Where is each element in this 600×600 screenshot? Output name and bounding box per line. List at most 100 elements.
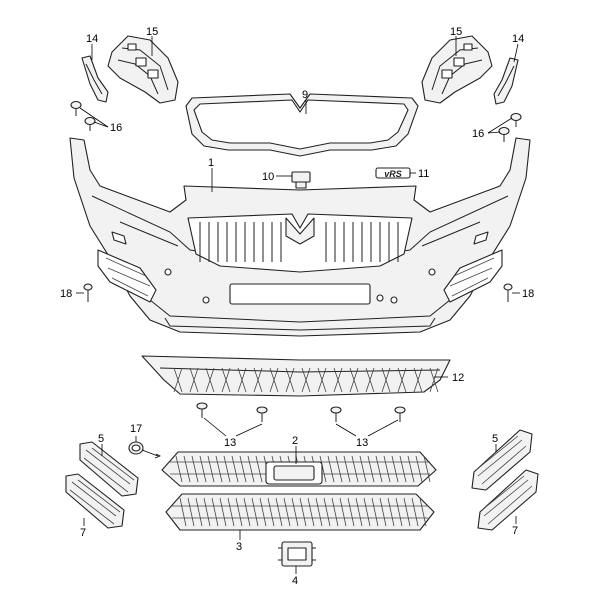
callout-1: 1 <box>208 157 214 169</box>
callout-16-left: 16 <box>110 122 122 134</box>
bracket-right-part-15[interactable] <box>421 35 493 104</box>
upper-grille-part-2[interactable] <box>161 451 437 487</box>
callout-11: 11 <box>418 168 429 180</box>
callout-14-left: 14 <box>86 33 98 45</box>
callout-4: 4 <box>292 575 298 587</box>
decorative-line <box>319 455 327 483</box>
decorative-line <box>251 497 259 527</box>
callout-15-left: 15 <box>146 26 158 38</box>
screw-right-part-16-a[interactable] <box>510 112 522 128</box>
callout-17: 17 <box>130 423 142 435</box>
side-grille-left-part-7[interactable] <box>65 473 125 529</box>
decorative-line <box>363 497 371 527</box>
vrs-badge-text: vRS <box>384 169 402 179</box>
decorative-line <box>419 497 427 527</box>
decorative-line <box>237 367 247 393</box>
carrier-part-12[interactable] <box>141 355 451 397</box>
decorative-line <box>317 367 327 393</box>
decorative-line <box>299 497 307 527</box>
decorative-line <box>285 367 295 393</box>
leader-lines <box>76 36 520 574</box>
decorative-line <box>315 497 323 527</box>
decorative-line <box>355 497 363 527</box>
decorative-line <box>215 455 223 483</box>
screw-right-part-18[interactable] <box>503 283 513 302</box>
decorative-line <box>187 497 195 527</box>
decorative-line <box>291 497 299 527</box>
decorative-line <box>413 367 423 393</box>
side-grille-left-part-5[interactable] <box>79 441 139 497</box>
decorative-line <box>275 497 283 527</box>
screw-left-part-16-a[interactable] <box>70 100 82 117</box>
decorative-line <box>411 497 419 527</box>
decorative-line <box>255 455 263 483</box>
decorative-line <box>365 367 375 393</box>
screw-part-13-c[interactable] <box>330 406 342 422</box>
decorative-line <box>379 497 387 527</box>
decorative-line <box>179 497 187 527</box>
bracket-right-part-14[interactable] <box>493 57 519 105</box>
callout-5-left: 5 <box>98 433 104 445</box>
decorative-line <box>381 367 391 393</box>
callouts: 15 14 16 15 14 16 9 1 10 11 18 18 12 13 … <box>60 26 534 587</box>
callout-3: 3 <box>236 541 242 553</box>
decorative-line <box>211 497 219 527</box>
decorative-line <box>207 455 215 483</box>
decorative-line <box>307 497 315 527</box>
callout-5-right: 5 <box>492 433 498 445</box>
cap-part-17[interactable] <box>128 441 144 455</box>
decorative-line <box>327 455 335 483</box>
decorative-line <box>227 497 235 527</box>
decorative-line <box>333 367 343 393</box>
callout-16-right: 16 <box>472 128 484 140</box>
decorative-line <box>407 455 415 483</box>
side-grille-right-part-7[interactable] <box>477 469 539 531</box>
callout-10: 10 <box>262 171 274 183</box>
decorative-line <box>239 455 247 483</box>
decorative-line <box>283 497 291 527</box>
decorative-line <box>259 497 267 527</box>
decorative-line <box>403 497 411 527</box>
decorative-line <box>205 367 215 393</box>
decorative-line <box>423 455 431 483</box>
bracket-left-part-14[interactable] <box>81 55 109 103</box>
decorative-line <box>349 367 359 393</box>
decorative-line <box>173 367 183 393</box>
callout-15-right: 15 <box>450 26 462 38</box>
bracket-left-part-15[interactable] <box>107 35 179 104</box>
screw-part-13-d[interactable] <box>394 406 406 422</box>
decorative-line <box>351 455 359 483</box>
decorative-line <box>375 455 383 483</box>
decorative-line <box>183 455 191 483</box>
screw-right-part-16-b[interactable] <box>498 126 510 143</box>
decorative-line <box>203 497 211 527</box>
lower-grille-part-3[interactable] <box>165 493 435 531</box>
decorative-line <box>359 455 367 483</box>
decorative-line <box>247 455 255 483</box>
decorative-line <box>399 455 407 483</box>
decorative-line <box>175 455 183 483</box>
decorative-line <box>191 455 199 483</box>
screw-left-part-18[interactable] <box>83 283 93 302</box>
decorative-line <box>371 497 379 527</box>
callout-14-right: 14 <box>512 33 524 45</box>
vrs-badge-part-11[interactable]: vRS <box>375 167 411 179</box>
screw-part-13-a[interactable] <box>196 402 208 418</box>
bracket-part-4[interactable] <box>278 541 316 567</box>
side-grille-right-part-5[interactable] <box>471 429 533 491</box>
clip-part-10[interactable] <box>291 171 311 189</box>
decorative-line <box>219 497 227 527</box>
decorative-line <box>253 367 263 393</box>
decorative-line <box>415 455 423 483</box>
screw-left-part-16-b[interactable] <box>84 116 96 132</box>
grille-frame-part-9[interactable] <box>185 93 419 157</box>
decorative-line <box>189 367 199 393</box>
decorative-line <box>343 455 351 483</box>
decorative-line <box>347 497 355 527</box>
decorative-line <box>391 455 399 483</box>
decorative-line <box>367 455 375 483</box>
decorative-line <box>221 367 231 393</box>
screw-part-13-b[interactable] <box>256 406 268 422</box>
callout-12: 12 <box>452 372 464 384</box>
decorative-line <box>199 455 207 483</box>
